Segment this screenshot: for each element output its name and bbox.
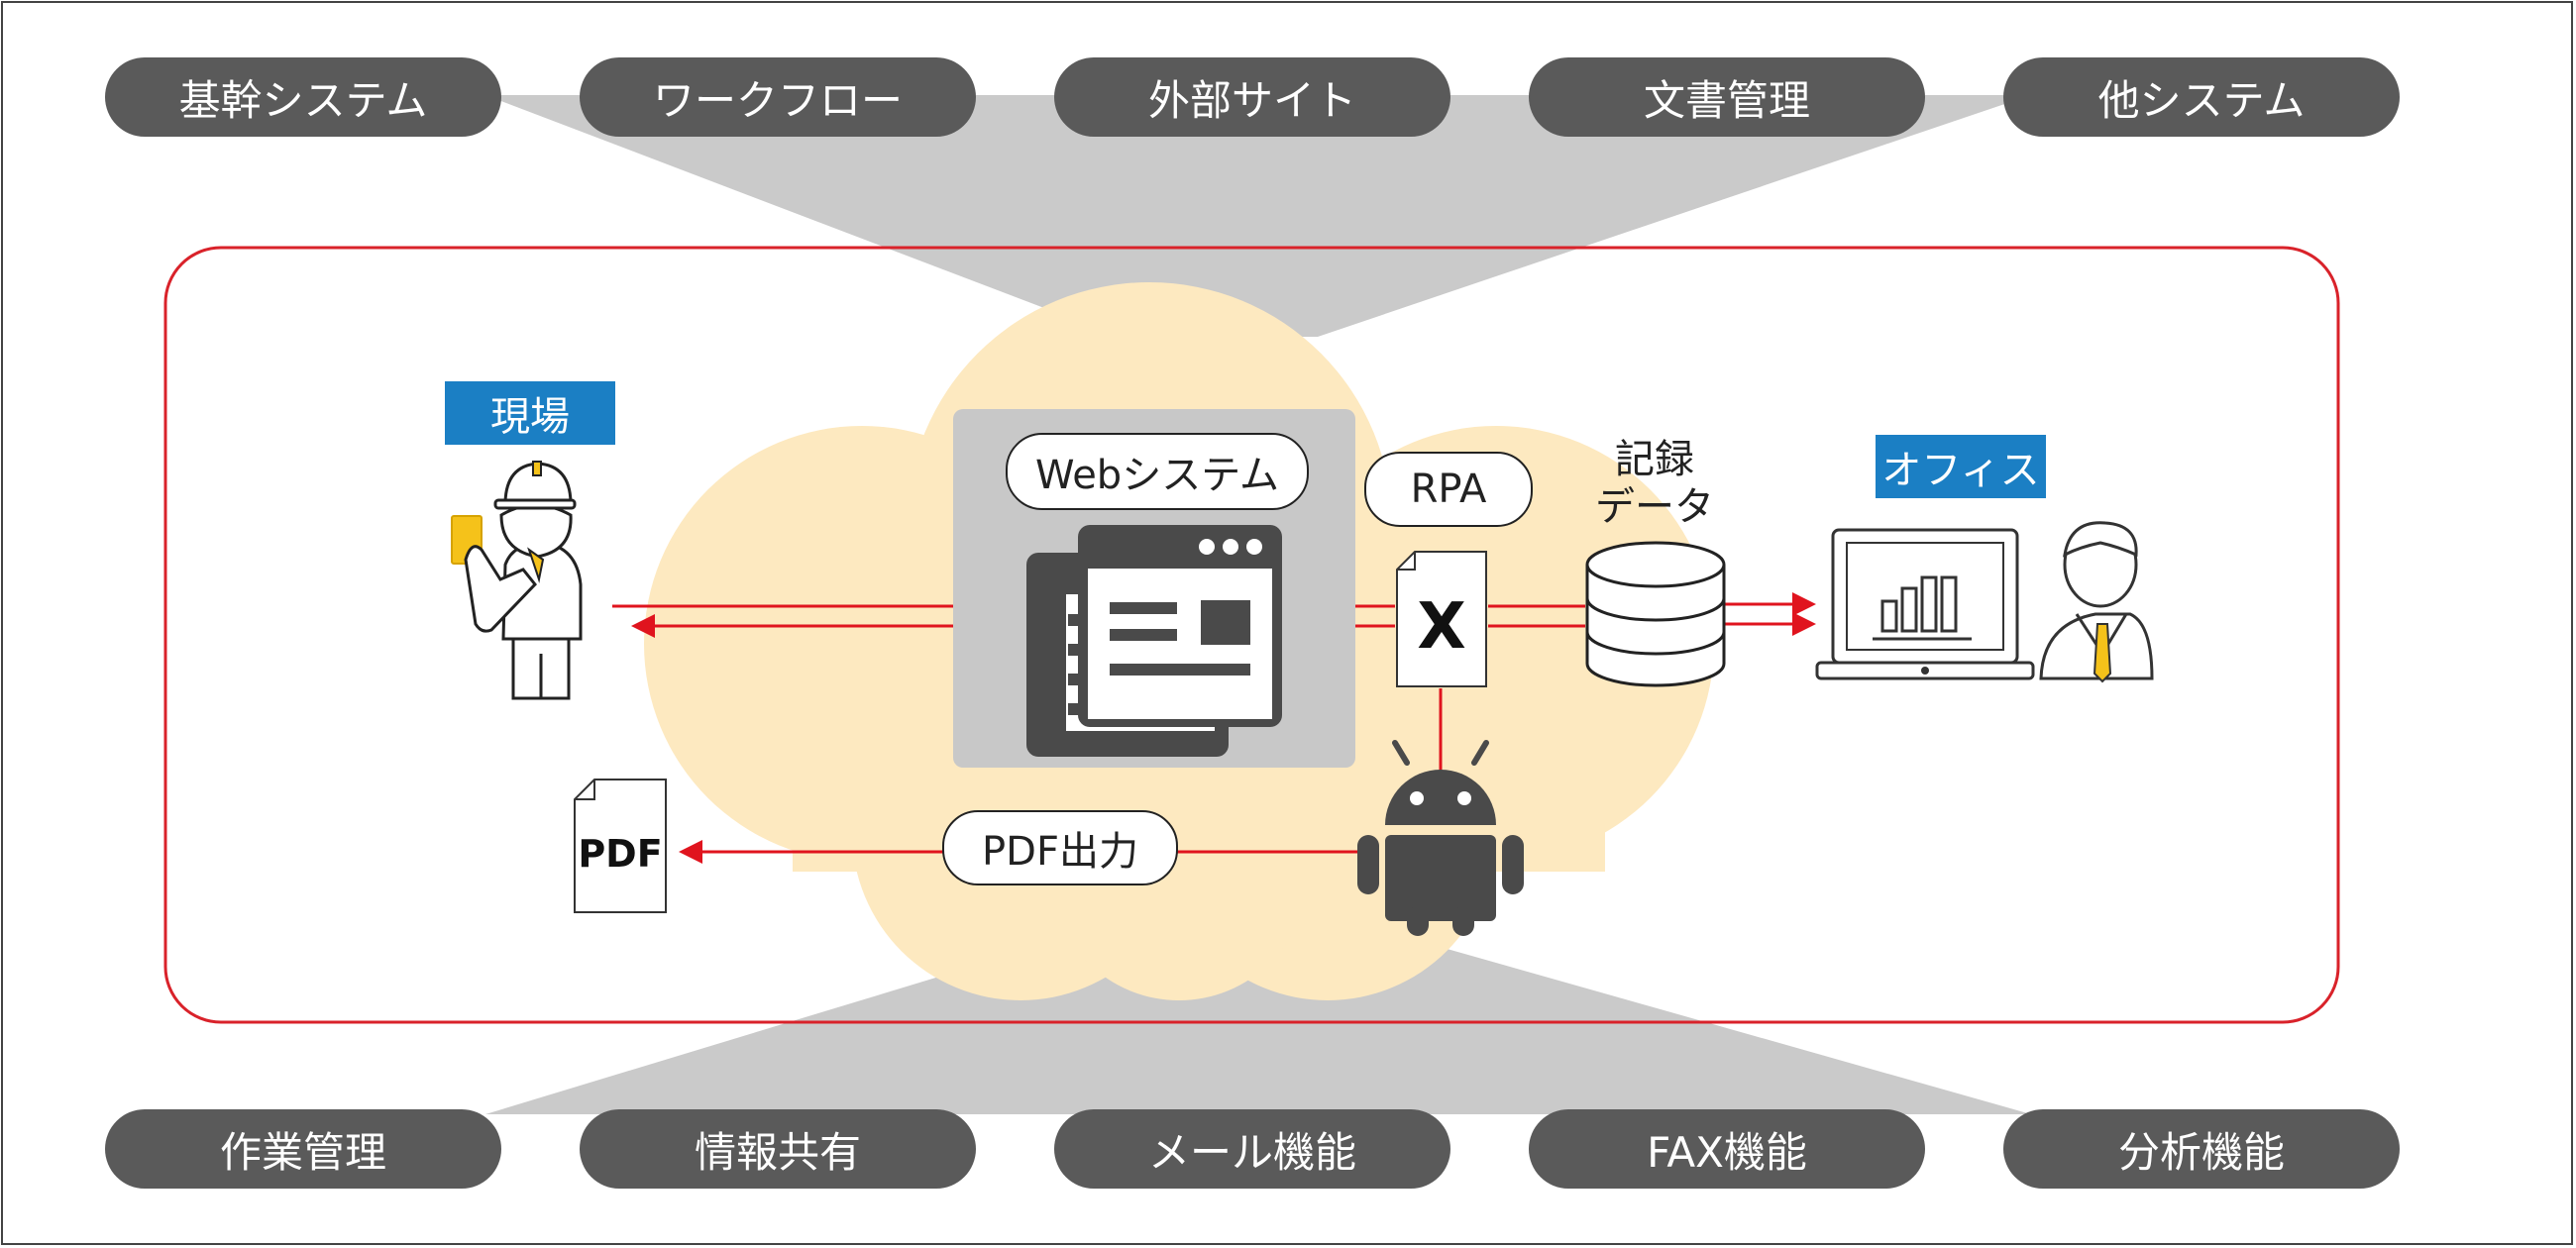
database-icon: [1585, 541, 1726, 687]
worker-icon: [451, 461, 583, 700]
web-system-label: Webシステム: [1006, 433, 1309, 510]
site-label: 現場: [445, 381, 615, 445]
pdf-output-label: PDF出力: [942, 810, 1178, 885]
system-pill-document-management: 文書管理: [1529, 57, 1925, 137]
record-data-label: 記録 データ: [1556, 436, 1754, 531]
top-funnel: [485, 95, 2031, 337]
excel-file-icon: [1396, 551, 1487, 687]
android-robot-icon: [1357, 740, 1524, 936]
record-data-line1: 記録: [1615, 437, 1694, 482]
function-pill-work-management: 作業管理: [105, 1109, 501, 1189]
bottom-funnel: [485, 946, 2031, 1114]
businessman-icon: [2039, 521, 2154, 683]
excel-file-letter: X: [1417, 590, 1466, 664]
arrows-to-office: [1355, 592, 1816, 773]
pdf-file-icon: [574, 779, 667, 913]
system-boundary: [163, 246, 2340, 1024]
function-pill-info-sharing: 情報共有: [580, 1109, 976, 1189]
office-label: オフィス: [1876, 435, 2046, 498]
laptop-chart-icon: [1815, 528, 2035, 680]
system-pill-other-systems: 他システム: [2003, 57, 2400, 137]
function-pill-fax: FAX機能: [1529, 1109, 1925, 1189]
system-pill-kikan: 基幹システム: [105, 57, 501, 137]
browser-windows-icon: [1026, 525, 1282, 757]
system-pill-external-site: 外部サイト: [1054, 57, 1450, 137]
pdf-file-letter: PDF: [578, 832, 663, 876]
function-pill-mail: メール機能: [1054, 1109, 1450, 1189]
function-pill-analysis: 分析機能: [2003, 1109, 2400, 1189]
arrows-to-site: [612, 604, 953, 638]
record-data-line2: データ: [1595, 484, 1714, 530]
rpa-label: RPA: [1364, 452, 1533, 527]
system-pill-workflow: ワークフロー: [580, 57, 976, 137]
